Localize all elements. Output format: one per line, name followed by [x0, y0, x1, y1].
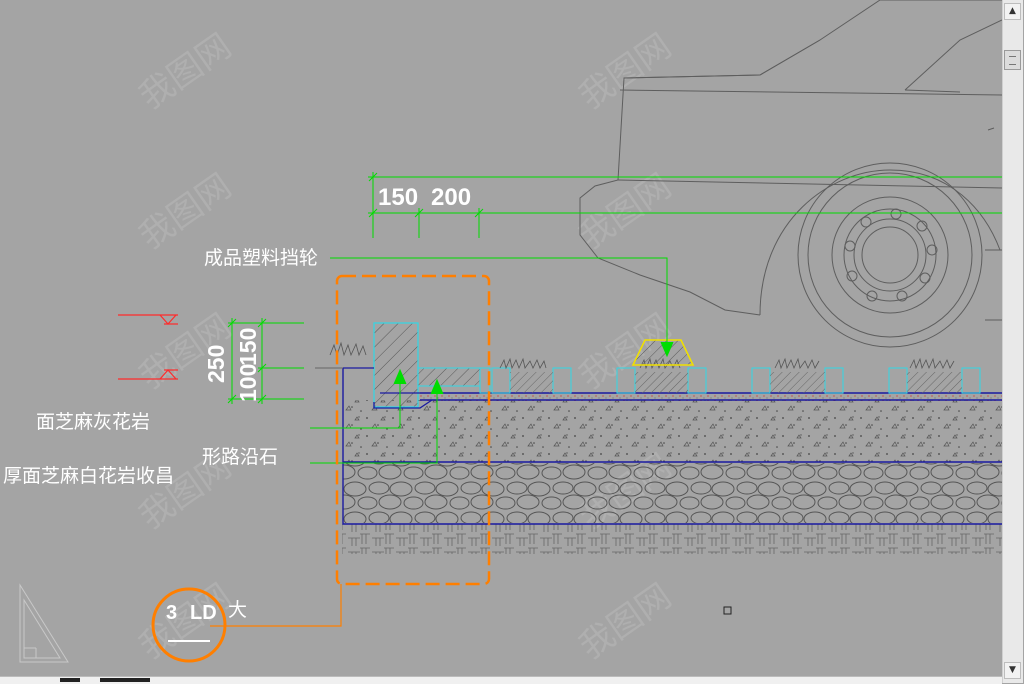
left-dimension-lines [227, 318, 304, 404]
section-triangle-symbol [19, 583, 69, 663]
height-dimension-150: 150 [235, 327, 261, 366]
scroll-down-button[interactable]: ▼ [1004, 662, 1021, 679]
snap-marker [723, 606, 732, 615]
bottom-status-strip [0, 676, 1002, 684]
label-granite-face: 面芝麻灰花岩 [36, 411, 151, 433]
svg-text:我图网: 我图网 [572, 576, 678, 667]
callout-number: 3 [166, 602, 178, 624]
car-outline [579, 0, 1002, 348]
label-curb-stone: 形路沿石 [202, 446, 279, 468]
status-segment [60, 678, 80, 682]
status-segment [100, 678, 150, 682]
vertical-scrollbar[interactable]: ▲ ▼ [1002, 0, 1023, 683]
detail-callout-circle[interactable] [151, 587, 227, 663]
top-dimension-150: 150 [378, 184, 419, 211]
label-plastic-wheel-stop: 成品塑料挡轮 [204, 247, 319, 269]
callout-leader [210, 584, 342, 627]
svg-text:我图网: 我图网 [132, 166, 238, 257]
callout-sheet: LD [190, 602, 217, 624]
leader-lines [310, 257, 674, 464]
detail-boundary-box[interactable] [335, 274, 491, 586]
svg-text:我图网: 我图网 [132, 26, 238, 117]
height-dimension-250: 250 [203, 344, 229, 383]
label-white-granite-edge: 厚面芝麻白花岩收昌 [3, 465, 175, 487]
top-dimension-lines [368, 172, 1002, 238]
scrollbar-thumb[interactable] [1004, 50, 1021, 70]
top-dimension-200: 200 [431, 184, 472, 211]
elevation-markers [118, 314, 178, 380]
svg-text:我图网: 我图网 [572, 26, 678, 117]
cad-drawing-canvas[interactable]: 我图网 我图网 我图网 我图网 我图网 我图网 我图网 我图网 我图网 我图网 [0, 0, 1002, 676]
pavement-section [315, 322, 1002, 554]
callout-suffix: 大 [228, 599, 248, 621]
height-dimension-100: 100 [235, 363, 261, 402]
scroll-up-button[interactable]: ▲ [1004, 3, 1021, 20]
